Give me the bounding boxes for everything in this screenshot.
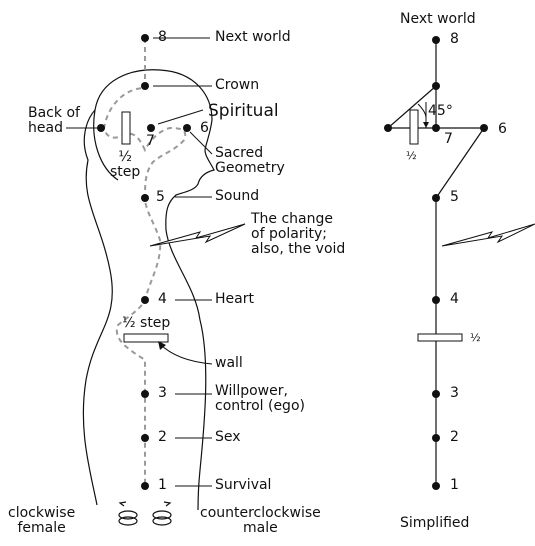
right-number-6: 6 bbox=[498, 122, 507, 137]
point-1-number: 1 bbox=[158, 478, 167, 493]
right-dot-1 bbox=[432, 482, 440, 490]
polarity-lightning-left bbox=[150, 224, 245, 246]
right-number-8: 8 bbox=[450, 32, 459, 47]
point-4-dot bbox=[141, 296, 149, 304]
right-half-head-bar bbox=[410, 110, 418, 144]
point-7-dot bbox=[147, 124, 155, 132]
point-3-dot bbox=[141, 390, 149, 398]
right-number-3: 3 bbox=[450, 386, 459, 401]
polarity-lightning-right bbox=[442, 224, 535, 246]
point-3-number: 3 bbox=[158, 386, 167, 401]
right-dot-7 bbox=[432, 124, 440, 132]
right-dot-6 bbox=[480, 124, 488, 132]
point-6-dot bbox=[183, 124, 191, 132]
right-dot-2 bbox=[432, 434, 440, 442]
counterclockwise-spiral-icon bbox=[153, 502, 171, 525]
point-5-label: Sound bbox=[215, 189, 259, 204]
point-3-label: Willpower, control (ego) bbox=[215, 384, 305, 414]
right-number-5: 5 bbox=[450, 190, 459, 205]
right-dot-back bbox=[384, 124, 392, 132]
half-step-chest-bar bbox=[124, 334, 168, 342]
right-caption: Simplified bbox=[400, 516, 469, 531]
clockwise-spiral-icon bbox=[119, 502, 137, 525]
right-number-7: 7 bbox=[444, 132, 453, 147]
point-crown-label: Crown bbox=[215, 78, 259, 93]
point-2-number: 2 bbox=[158, 430, 167, 445]
half-step-chest-label: ½ step bbox=[122, 316, 170, 331]
point-2-dot bbox=[141, 434, 149, 442]
right-half-head-label: ½ bbox=[406, 150, 417, 162]
point-6-number: 6 bbox=[200, 121, 209, 136]
right-dot-4 bbox=[432, 296, 440, 304]
right-number-2: 2 bbox=[450, 430, 459, 445]
right-half-chest-label: ½ bbox=[470, 332, 481, 344]
wall-label: wall bbox=[215, 356, 243, 371]
point-5-dot bbox=[141, 194, 149, 202]
right-angle-label: 45° bbox=[428, 104, 453, 119]
leader-spiritual bbox=[158, 110, 203, 124]
polarity-note: The change of polarity; also, the void bbox=[251, 212, 345, 257]
point-back-of-head-dot bbox=[97, 124, 105, 132]
point-back-of-head-label: Back of head bbox=[28, 106, 80, 136]
right-dot-8 bbox=[432, 36, 440, 44]
point-8-dot bbox=[141, 34, 149, 42]
right-number-1: 1 bbox=[450, 478, 459, 493]
right-top-label: Next world bbox=[400, 12, 476, 27]
point-4-number: 4 bbox=[158, 292, 167, 307]
point-8-label: Next world bbox=[215, 30, 291, 45]
point-1-dot bbox=[141, 482, 149, 490]
angle-arc bbox=[418, 104, 426, 118]
point-4-label: Heart bbox=[215, 292, 254, 307]
energy-path-dashed bbox=[104, 38, 185, 488]
point-7-number: 7 bbox=[146, 134, 155, 149]
right-dot-5 bbox=[432, 194, 440, 202]
right-dot-crown bbox=[432, 82, 440, 90]
right-number-4: 4 bbox=[450, 292, 459, 307]
point-7-label: Spiritual bbox=[208, 102, 279, 120]
point-5-number: 5 bbox=[156, 190, 165, 205]
right-dot-3 bbox=[432, 390, 440, 398]
half-step-head-bar bbox=[122, 112, 130, 144]
point-8-number: 8 bbox=[158, 30, 167, 45]
half-step-head-label: ½ step bbox=[110, 150, 140, 180]
point-crown-dot bbox=[141, 82, 149, 90]
point-1-label: Survival bbox=[215, 478, 271, 493]
angle-arrowhead bbox=[423, 122, 429, 128]
right-half-chest-bar bbox=[418, 334, 462, 341]
counterclockwise-label: counterclockwise male bbox=[200, 506, 321, 536]
point-2-label: Sex bbox=[215, 430, 241, 445]
point-6-label: Sacred Geometry bbox=[215, 146, 285, 176]
clockwise-label: clockwise female bbox=[8, 506, 75, 536]
